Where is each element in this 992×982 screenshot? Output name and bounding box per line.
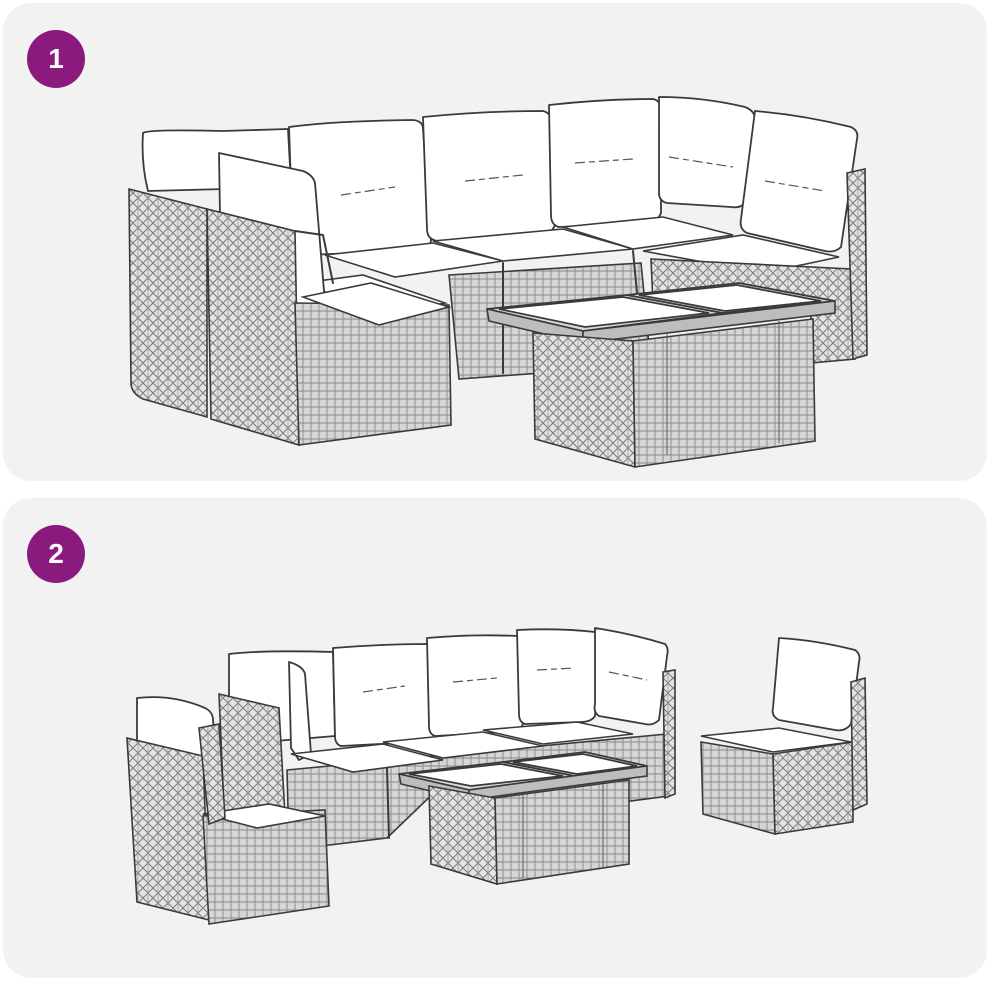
back-cushions (141, 96, 859, 256)
left-single-chair (126, 696, 330, 925)
coffee-table (486, 282, 836, 469)
step-2-panel: 2 (3, 498, 987, 978)
step-2-coffee-table (397, 751, 648, 886)
step-1-illustration (128, 96, 868, 469)
step-1-panel: 1 (3, 3, 987, 481)
step-1-badge: 1 (27, 30, 85, 88)
left-corner-module (128, 152, 452, 447)
step-2-illustration (126, 627, 868, 925)
step-2-badge: 2 (27, 525, 85, 583)
seat-cushions (299, 216, 840, 316)
right-single-chair (700, 637, 868, 836)
